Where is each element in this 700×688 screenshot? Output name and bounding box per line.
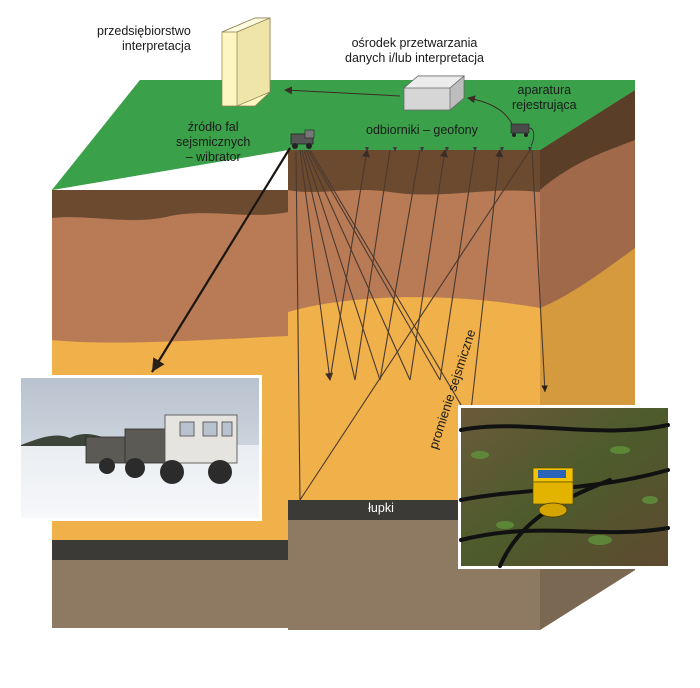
- recorder-label: aparatura rejestrująca: [512, 83, 577, 113]
- seismic-rays: [295, 149, 548, 501]
- source-label-line2: sejsmicznych: [176, 135, 251, 149]
- recorder-label-line1: aparatura: [517, 83, 572, 97]
- vibrator-truck-icon: [290, 129, 315, 149]
- processing-center-label: ośrodek przetwarzania danych i/lub inter…: [345, 36, 484, 66]
- recorder-truck-icon: [510, 123, 535, 147]
- geophone-device: [532, 467, 574, 518]
- processing-label-line2: danych i/lub interpretacja: [345, 51, 484, 65]
- company-label-line1: przedsiębiorstwo: [97, 24, 191, 38]
- geophone-photo: [458, 405, 671, 569]
- company-label-line2: interpretacja: [122, 39, 191, 53]
- processing-label-line1: ośrodek przetwarzania: [351, 36, 478, 50]
- receivers-label: odbiorniki – geofony: [366, 123, 479, 137]
- company-building-icon: [221, 17, 271, 107]
- processing-center-icon: [403, 75, 465, 111]
- source-label-line3: – wibrator: [185, 150, 241, 164]
- geophone-markers: [365, 147, 532, 152]
- recorder-label-line2: rejestrująca: [512, 98, 577, 112]
- source-label-line1: źródło fal: [187, 120, 239, 134]
- shale-label-bg: [361, 500, 401, 516]
- shale-label: łupki: [368, 501, 394, 515]
- source-label: źródło fal sejsmicznych – wibrator: [176, 120, 250, 165]
- source-to-photo-arrow: [151, 147, 291, 373]
- vibrator-truck-photo: [18, 375, 262, 521]
- data-flow-arrows: [284, 86, 513, 125]
- company-label: przedsiębiorstwo interpretacja: [97, 24, 191, 54]
